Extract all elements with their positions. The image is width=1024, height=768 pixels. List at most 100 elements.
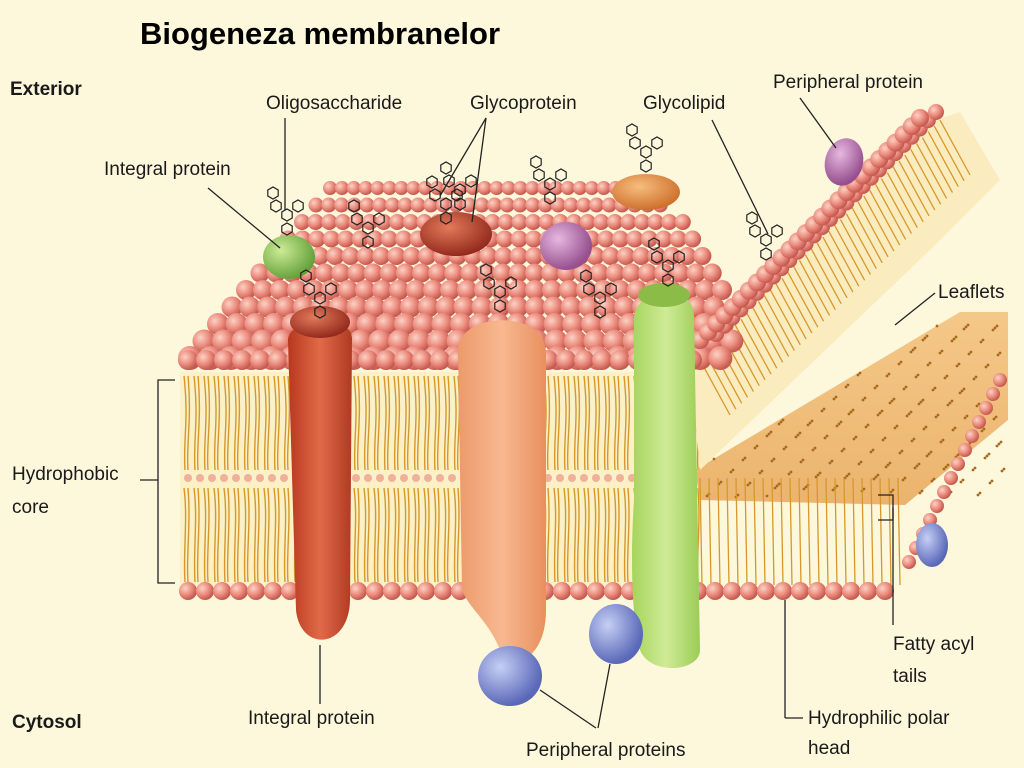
texture-dot: [862, 487, 866, 491]
lipid-tail: [393, 487, 397, 583]
texture-dot: [856, 373, 860, 377]
glycolipid-cap-orange: [612, 174, 680, 210]
lipid-tail: [203, 487, 207, 583]
texture-dot: [839, 420, 843, 424]
polar-head: [499, 197, 515, 213]
polar-head: [584, 181, 599, 195]
polar-head: [525, 247, 544, 265]
polar-head: [693, 247, 712, 265]
polar-head: [400, 582, 418, 600]
sugar-ring: [362, 221, 374, 235]
texture-dot: [940, 349, 944, 353]
polar-head: [993, 373, 1007, 387]
texture-dot: [769, 430, 773, 434]
lipid-tail: [406, 375, 411, 471]
polar-head: [310, 247, 329, 265]
polar-head: [412, 474, 420, 482]
polar-head: [524, 296, 546, 318]
oligosaccharide: [440, 161, 477, 211]
lipid-tail: [556, 487, 560, 583]
polar-head: [394, 350, 414, 370]
lipid-tail: [753, 477, 757, 586]
lipid-tail: [757, 301, 790, 357]
glycolipid-label: Glycolipid: [643, 93, 725, 114]
lipid-tail: [863, 195, 895, 252]
texture-dot: [929, 450, 933, 454]
texture-dot: [802, 487, 806, 491]
texture-dot: [965, 414, 969, 418]
texture-dot: [964, 325, 968, 329]
sugar-ring: [426, 175, 438, 189]
texture-dot: [915, 464, 919, 468]
polar-head: [543, 313, 566, 335]
lipid-tail: [426, 375, 431, 471]
polar-head: [576, 197, 592, 213]
texture-dot: [873, 386, 877, 390]
texture-dot: [907, 412, 911, 416]
lipid-tail: [816, 477, 820, 586]
polar-head: [496, 230, 514, 248]
polar-head: [308, 197, 324, 213]
polar-head: [196, 474, 204, 482]
texture-dot: [925, 454, 929, 458]
texture-dot: [781, 418, 785, 422]
lipid-tail: [403, 375, 407, 471]
lipid-tail: [203, 375, 207, 471]
polar-head: [573, 263, 593, 283]
sugar-ring: [583, 282, 595, 296]
texture-dot: [986, 363, 990, 367]
texture-dot: [995, 324, 999, 328]
polar-head: [592, 350, 612, 370]
texture-dot: [933, 386, 937, 390]
lipid-tail: [904, 154, 936, 211]
oligosaccharide: [580, 269, 617, 319]
texture-dot: [753, 446, 757, 450]
lipid-tail: [596, 375, 601, 471]
lipid-tail: [426, 487, 430, 583]
texture-dot: [926, 363, 930, 367]
hydrophobic-core-bracket: [140, 379, 175, 584]
texture-dot: [869, 450, 873, 454]
texture-dot: [743, 456, 747, 460]
texture-dot: [825, 434, 829, 438]
lipid-tail: [253, 487, 257, 583]
polar-head: [930, 499, 944, 513]
texture-dot: [917, 402, 921, 406]
texture-dot: [951, 428, 955, 432]
texture-dot: [835, 424, 839, 428]
polar-head: [275, 296, 297, 318]
texture-dot: [985, 454, 989, 458]
texture-dot: [899, 360, 903, 364]
polar-head: [370, 181, 385, 195]
polar-head: [287, 280, 307, 300]
texture-dot: [736, 493, 740, 497]
lipid-tail: [286, 487, 290, 583]
polar-head: [708, 346, 733, 370]
texture-dot: [719, 480, 723, 484]
leaflets-label: Leaflets: [938, 282, 1005, 303]
texture-dot: [842, 447, 846, 451]
texture-dot: [946, 403, 950, 407]
lipid-tail: [436, 487, 440, 583]
lipid-tail: [726, 477, 730, 586]
polar-head: [979, 401, 993, 415]
lipid-tail: [193, 487, 197, 583]
polar-head: [321, 280, 341, 300]
sugar-ring: [544, 191, 556, 205]
polar-head: [574, 350, 594, 370]
lipid-tail: [886, 172, 918, 228]
polar-head: [453, 296, 475, 318]
texture-dot: [794, 435, 798, 439]
polar-head: [604, 582, 622, 600]
lipid-tail: [223, 375, 227, 471]
polar-head: [358, 181, 373, 195]
sugar-ring: [626, 123, 638, 137]
texture-dot: [875, 384, 879, 388]
lipid-tail: [897, 477, 901, 586]
lipid-tail: [196, 375, 201, 471]
polar-head: [196, 582, 214, 600]
texture-dot: [975, 404, 979, 408]
lipid-tail: [623, 375, 627, 471]
texture-dot: [741, 458, 745, 462]
polar-head: [720, 329, 744, 353]
